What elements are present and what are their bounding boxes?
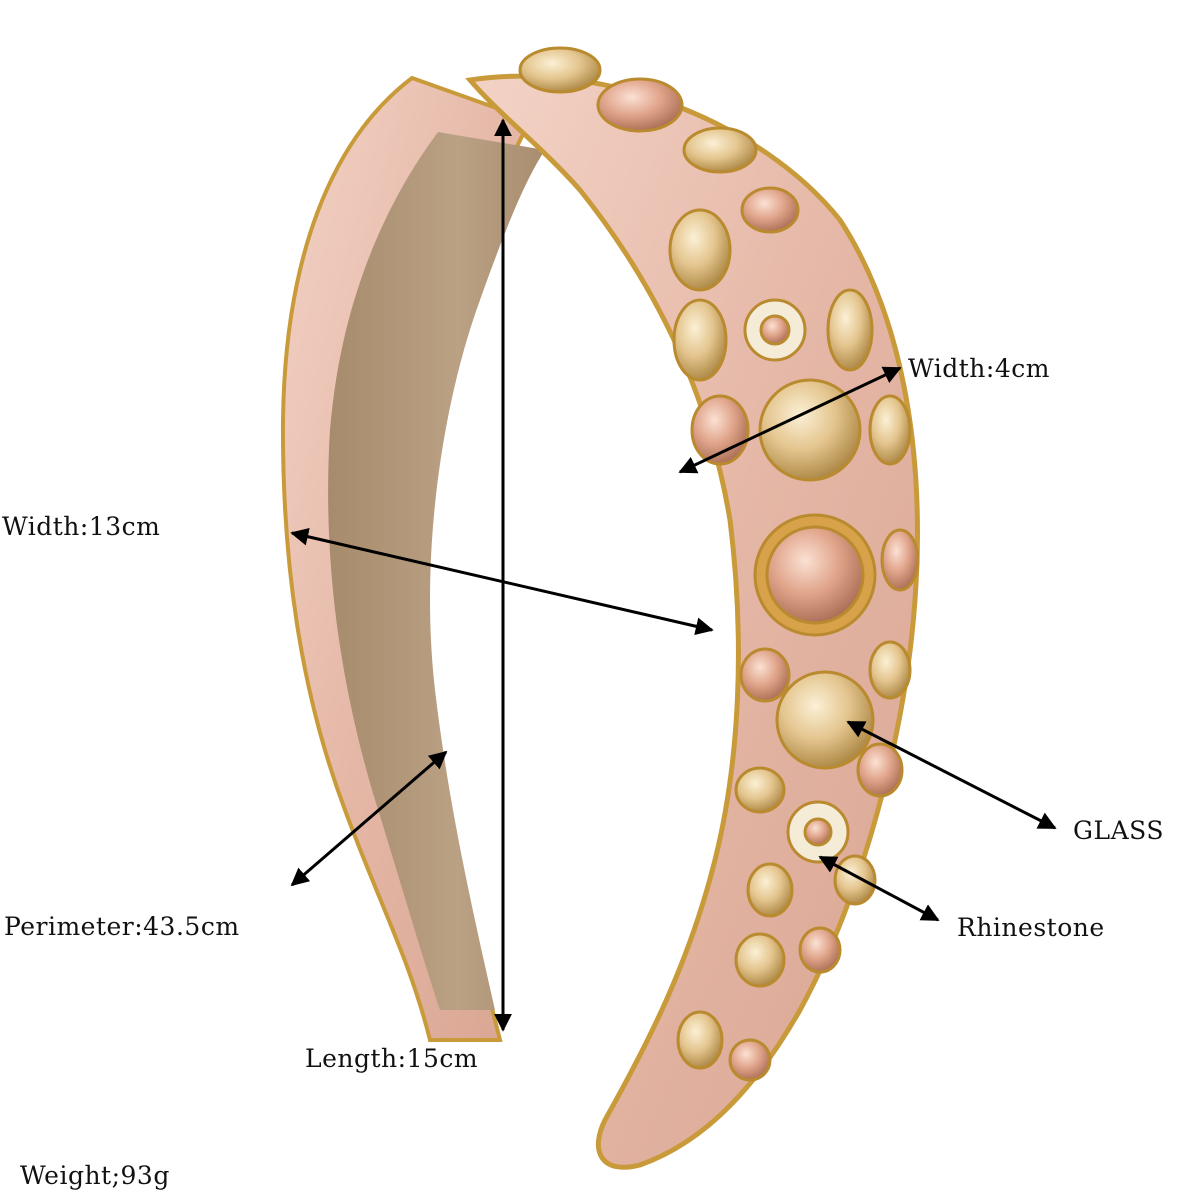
width-13-arrow xyxy=(290,527,714,636)
glass-arrow xyxy=(846,720,1057,830)
weight-label: Weight;93g xyxy=(20,1161,170,1190)
rhinestone-arrow xyxy=(818,855,940,922)
width-4-label: Width:4cm xyxy=(908,354,1050,383)
perimeter-label: Perimeter:43.5cm xyxy=(4,912,240,941)
width-13-label: Width:13cm xyxy=(2,512,161,541)
rhinestone-label: Rhinestone xyxy=(957,913,1105,942)
length-label: Length:15cm xyxy=(305,1044,479,1073)
width-4-arrow xyxy=(678,366,902,474)
glass-label: GLASS xyxy=(1073,816,1164,845)
perimeter-arrow xyxy=(290,750,448,887)
measurement-arrows xyxy=(290,118,1057,1032)
